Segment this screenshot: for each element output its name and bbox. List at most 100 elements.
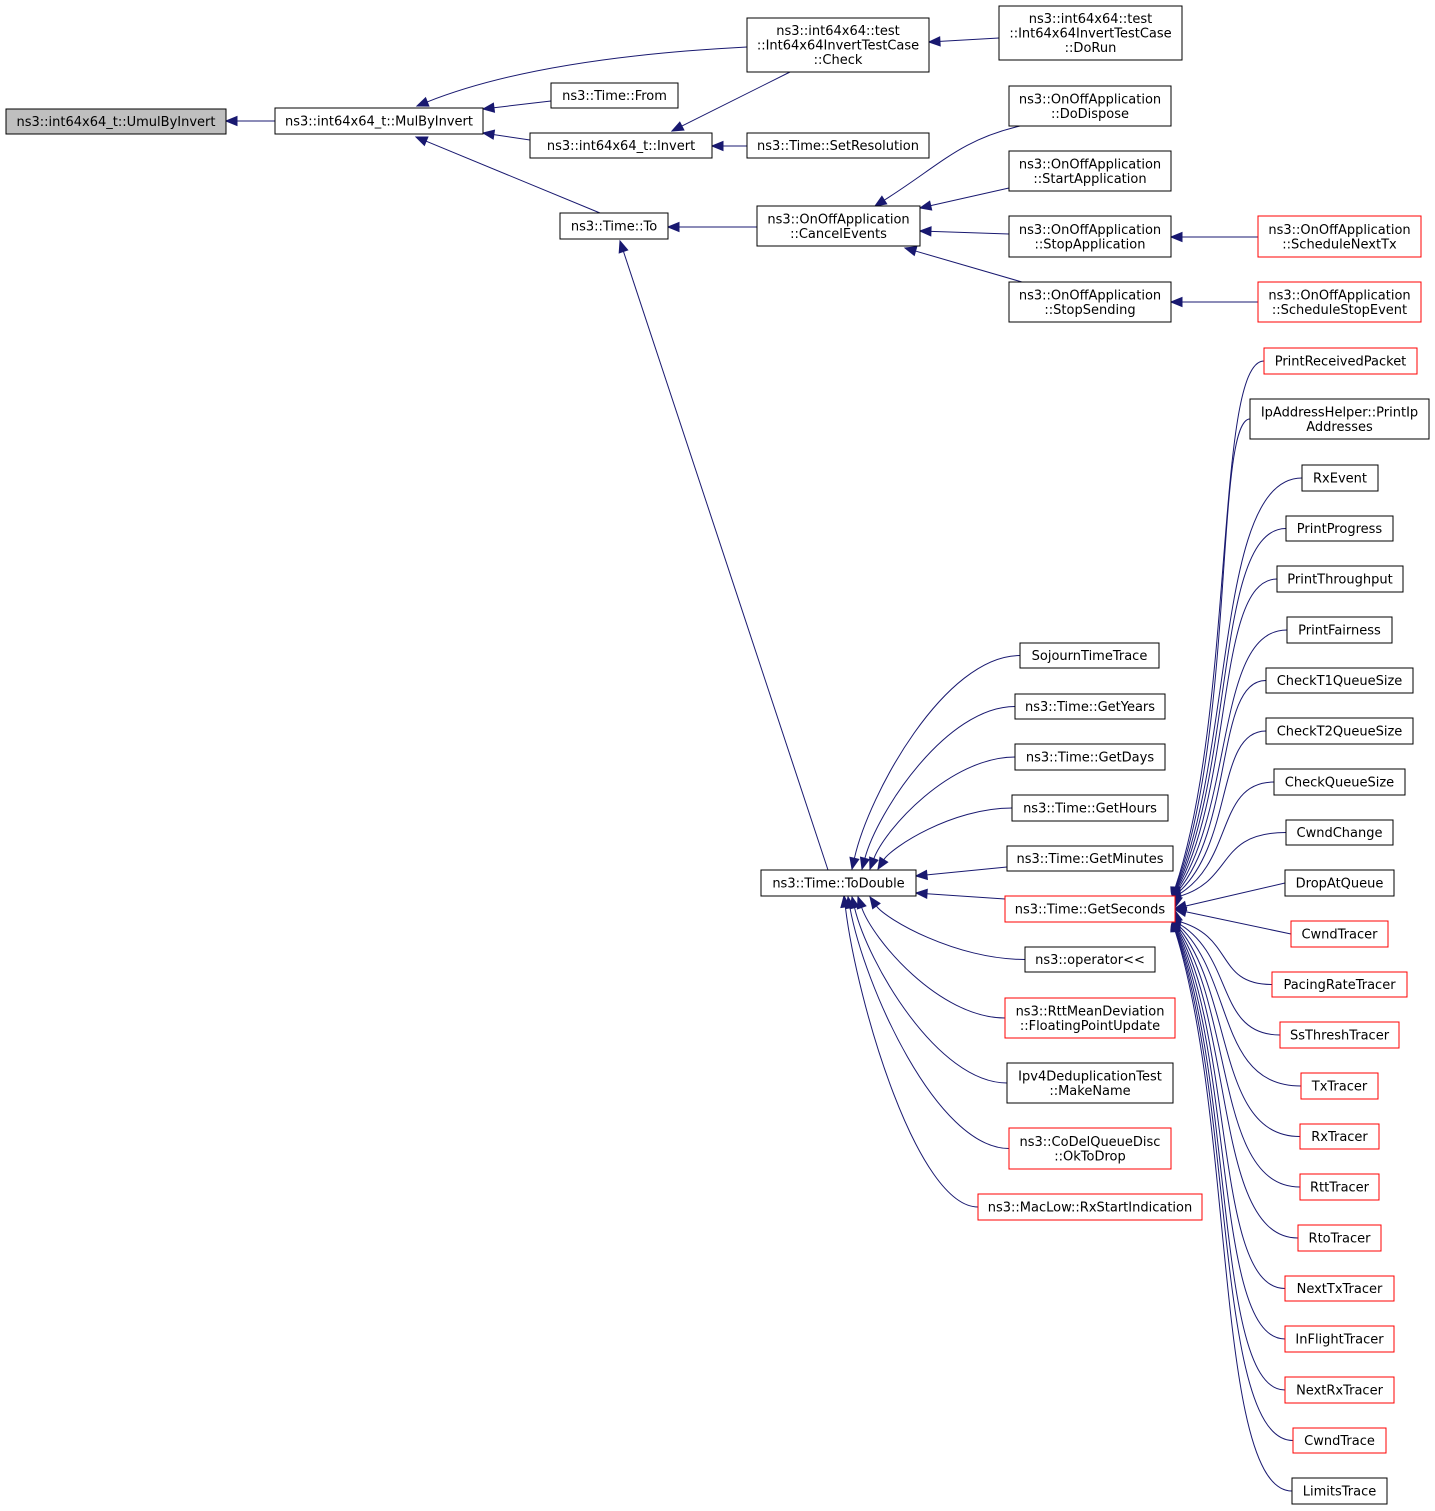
node-checkt2[interactable]: CheckT2QueueSize [1265, 717, 1414, 745]
node-schedstop[interactable]: ns3::OnOffApplication::ScheduleStopEvent [1257, 281, 1422, 323]
edge-line [1174, 418, 1251, 889]
node-printfairness[interactable]: PrintFairness [1286, 616, 1393, 644]
arrowhead [927, 36, 941, 47]
edge-line [930, 230, 1010, 235]
node-gethours[interactable]: ns3::Time::GetHours [1011, 794, 1169, 822]
node-maclow[interactable]: ns3::MacLow::RxStartIndication [977, 1193, 1203, 1221]
node-box [1276, 565, 1404, 593]
edge-schednexttx-to-stopapp [1169, 231, 1258, 243]
node-box [1008, 281, 1172, 323]
node-label: CheckT2QueueSize [1277, 725, 1403, 740]
node-todouble[interactable]: ns3::Time::ToDouble [760, 869, 917, 897]
node-codel[interactable]: ns3::CoDelQueueDisc::OkToDrop [1008, 1127, 1172, 1170]
node-limitstrace[interactable]: LimitsTrace [1291, 1477, 1388, 1505]
node-pacingrate[interactable]: PacingRateTracer [1271, 971, 1408, 998]
node-nexttxtracer[interactable]: NextTxTracer [1284, 1275, 1395, 1302]
node-sojourn[interactable]: SojournTimeTrace [1019, 642, 1160, 669]
edge-line [1175, 924, 1301, 1137]
node-box [977, 1193, 1203, 1221]
node-stopapp[interactable]: ns3::OnOffApplication::StopApplication [1008, 215, 1172, 258]
node-cwndtracer[interactable]: CwndTracer [1290, 920, 1389, 948]
edge-line [1185, 882, 1286, 907]
node-to[interactable]: ns3::Time::To [559, 212, 669, 240]
node-printthroughput[interactable]: PrintThroughput [1276, 565, 1404, 593]
node-umul[interactable]: ns3::int64x64_t::UmulByInvert [5, 108, 227, 135]
arrowhead [856, 895, 867, 910]
node-label: ns3::OnOffApplication [1019, 92, 1161, 107]
node-cwndtrace[interactable]: CwndTrace [1292, 1427, 1387, 1454]
node-check[interactable]: ns3::int64x64::test::Int64x64InvertTestC… [746, 17, 930, 73]
edge-getyears-to-todouble [859, 706, 1016, 871]
node-rxtracer[interactable]: RxTracer [1299, 1123, 1380, 1150]
node-box [1011, 794, 1169, 822]
node-label: ns3::OnOffApplication [1268, 223, 1410, 238]
node-label: ::DoDispose [1051, 107, 1129, 122]
node-label: IpAddressHelper::PrintIp [1261, 405, 1418, 420]
node-box [1285, 515, 1394, 542]
edge-cancel-to-to [666, 221, 757, 233]
node-printrecv[interactable]: PrintReceivedPacket [1263, 347, 1418, 375]
node-from[interactable]: ns3::Time::From [550, 82, 679, 109]
node-getyears[interactable]: ns3::Time::GetYears [1014, 693, 1166, 720]
node-label: ns3::Time::GetHours [1023, 802, 1157, 817]
node-stopsend[interactable]: ns3::OnOffApplication::StopSending [1008, 281, 1172, 323]
node-operator[interactable]: ns3::operator<< [1024, 946, 1156, 973]
node-cancel[interactable]: ns3::OnOffApplication::CancelEvents [756, 205, 921, 247]
edge-getdays-to-todouble [869, 756, 1016, 871]
node-label: ns3::MacLow::RxStartIndication [988, 1201, 1192, 1216]
edge-invert-to-mulbyinvert [481, 129, 531, 141]
node-getdays[interactable]: ns3::Time::GetDays [1014, 743, 1166, 771]
node-ssthresh[interactable]: SsThreshTracer [1279, 1021, 1400, 1049]
node-schednexttx[interactable]: ns3::OnOffApplication::ScheduleNextTx [1257, 215, 1422, 258]
node-checkt1[interactable]: CheckT1QueueSize [1265, 667, 1414, 694]
edge-line [1175, 477, 1303, 890]
node-dorun[interactable]: ns3::int64x64::test::Int64x64InvertTestC… [998, 5, 1183, 61]
node-dropatqueue[interactable]: DropAtQueue [1284, 869, 1395, 897]
edge-line [1175, 927, 1286, 1289]
node-nextrxtracer[interactable]: NextRxTracer [1284, 1376, 1395, 1404]
node-label: ns3::Time::GetDays [1026, 751, 1154, 766]
node-box [1286, 616, 1393, 644]
node-label: SsThreshTracer [1290, 1029, 1390, 1044]
node-mulbyinvert[interactable]: ns3::int64x64_t::MulByInvert [274, 107, 484, 135]
node-getseconds[interactable]: ns3::Time::GetSeconds [1004, 895, 1176, 923]
edge-line [1175, 926, 1299, 1239]
node-inflight[interactable]: InFlightTracer [1284, 1325, 1395, 1353]
node-label: ::Int64x64InvertTestCase [757, 39, 919, 54]
node-label: ns3::CoDelQueueDisc [1020, 1135, 1161, 1150]
node-startapp[interactable]: ns3::OnOffApplication::StartApplication [1008, 150, 1172, 192]
edge-mulbyinvert-to-umul [224, 115, 275, 127]
arrowhead [414, 136, 429, 147]
node-rttmean[interactable]: ns3::RttMeanDeviation::FloatingPointUpda… [1004, 997, 1176, 1039]
node-box [1004, 895, 1176, 923]
node-setres[interactable]: ns3::Time::SetResolution [746, 132, 930, 159]
node-invert[interactable]: ns3::int64x64_t::Invert [529, 132, 713, 159]
node-checkqueue[interactable]: CheckQueueSize [1273, 768, 1406, 796]
node-label: ns3::OnOffApplication [1019, 157, 1161, 172]
node-rtotracer[interactable]: RtoTracer [1297, 1224, 1382, 1252]
node-label: PrintProgress [1297, 522, 1383, 537]
node-box [1008, 1127, 1172, 1170]
node-label: ns3::Time::SetResolution [757, 139, 919, 154]
edge-line [1175, 578, 1278, 892]
node-label: ::StopSending [1044, 303, 1135, 318]
node-label: LimitsTrace [1303, 1485, 1377, 1500]
node-label: ::Check [814, 53, 863, 68]
node-cwndchange[interactable]: CwndChange [1285, 819, 1394, 846]
node-ipv4dedup[interactable]: Ipv4DeduplicationTest::MakeName [1006, 1062, 1174, 1104]
edge-line [425, 140, 601, 214]
node-box [746, 132, 930, 159]
node-rtttracer[interactable]: RttTracer [1299, 1173, 1380, 1201]
arrowhead [914, 888, 928, 899]
node-getminutes[interactable]: ns3::Time::GetMinutes [1006, 845, 1174, 872]
node-dodispose[interactable]: ns3::OnOffApplication::DoDispose [1008, 85, 1172, 127]
node-printprogress[interactable]: PrintProgress [1285, 515, 1394, 542]
edge-line [1174, 931, 1293, 1492]
arrowhead [873, 195, 888, 207]
node-txtracer[interactable]: TxTracer [1300, 1072, 1379, 1100]
node-box [1008, 150, 1172, 192]
node-box [1301, 464, 1379, 492]
node-rxevent[interactable]: RxEvent [1301, 464, 1379, 492]
